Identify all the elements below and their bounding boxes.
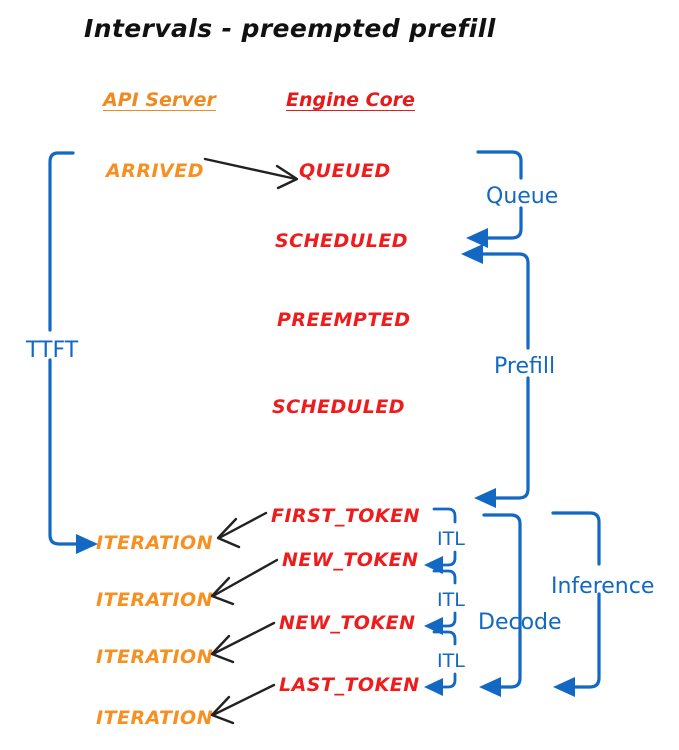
event-last-token: LAST_TOKEN [279,674,420,696]
event-preempted: PREEMPTED [277,309,411,331]
arrow-new-token-2-to-iteration [210,621,276,664]
interval-label-prefill: Prefill [494,354,556,379]
arrow-first-token-to-iteration [216,511,268,549]
event-first-token: FIRST_TOKEN [271,505,421,527]
event-iteration-2: ITERATION [96,589,214,611]
arrow-arrived-to-queued [203,157,299,190]
event-iteration-3: ITERATION [96,646,214,668]
interval-label-decode: Decode [478,610,562,635]
arrow-last-token-to-iteration [210,683,276,725]
bracket-inference [551,511,601,697]
interval-label-itl-3: ITL [437,650,465,672]
event-arrived: ARRIVED [106,160,204,182]
event-iteration-1: ITERATION [96,532,214,554]
interval-label-itl-1: ITL [437,528,465,550]
column-header-api-server: API Server [103,89,216,111]
interval-label-ttft: TTFT [26,338,79,363]
interval-label-itl-2: ITL [437,589,465,611]
event-queued: QUEUED [299,160,391,182]
column-header-engine-core: Engine Core [286,89,415,111]
page-title: Intervals - preempted prefill [84,14,496,43]
interval-label-inference: Inference [551,574,655,599]
event-new-token-2: NEW_TOKEN [279,612,416,634]
arrow-new-token-1-to-iteration [210,558,279,606]
interval-label-queue: Queue [486,184,559,209]
event-iteration-4: ITERATION [96,707,214,729]
event-new-token-1: NEW_TOKEN [282,549,419,571]
bracket-decode [479,513,522,697]
event-scheduled-2: SCHEDULED [272,396,406,418]
event-scheduled-1: SCHEDULED [275,230,409,252]
